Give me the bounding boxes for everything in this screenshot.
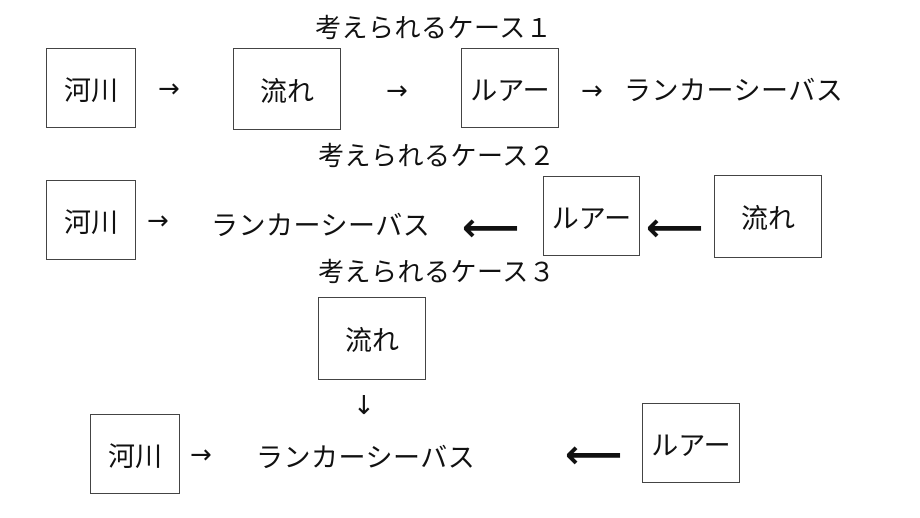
case-3-river-box: 河川 <box>90 414 180 494</box>
case-1-arrow-2: → <box>386 76 408 106</box>
case-1-flow-box: 流れ <box>233 48 341 130</box>
case-2-title: 考えられるケース２ <box>318 142 556 172</box>
case-2-arrow-1: → <box>147 206 169 236</box>
case-3-flow-box: 流れ <box>318 297 426 380</box>
case-3-arrow-1: → <box>190 440 212 470</box>
case-3-lure-box: ルアー <box>642 403 740 483</box>
case-2-flow-box: 流れ <box>714 175 822 258</box>
case-3-arrow-2: ⟵ <box>565 432 623 478</box>
case-2-target-label: ランカーシーバス <box>211 211 431 242</box>
case-1-river-box: 河川 <box>46 48 136 128</box>
case-2-river-box: 河川 <box>46 180 136 260</box>
case-2-arrow-2: ⟵ <box>462 205 520 251</box>
case-1-lure-box: ルアー <box>461 48 559 128</box>
case-3-arrow-down: ↓ <box>353 391 375 421</box>
case-1-target-label: ランカーシーバス <box>624 76 844 107</box>
case-3-target-label: ランカーシーバス <box>256 443 476 474</box>
case-1-arrow-3: → <box>581 76 603 106</box>
case-3-title: 考えられるケース３ <box>318 258 556 288</box>
case-1-arrow-1: → <box>158 74 180 104</box>
case-1-title: 考えられるケース１ <box>315 14 553 44</box>
case-2-arrow-3: ⟵ <box>646 205 704 251</box>
case-2-lure-box: ルアー <box>543 176 640 256</box>
